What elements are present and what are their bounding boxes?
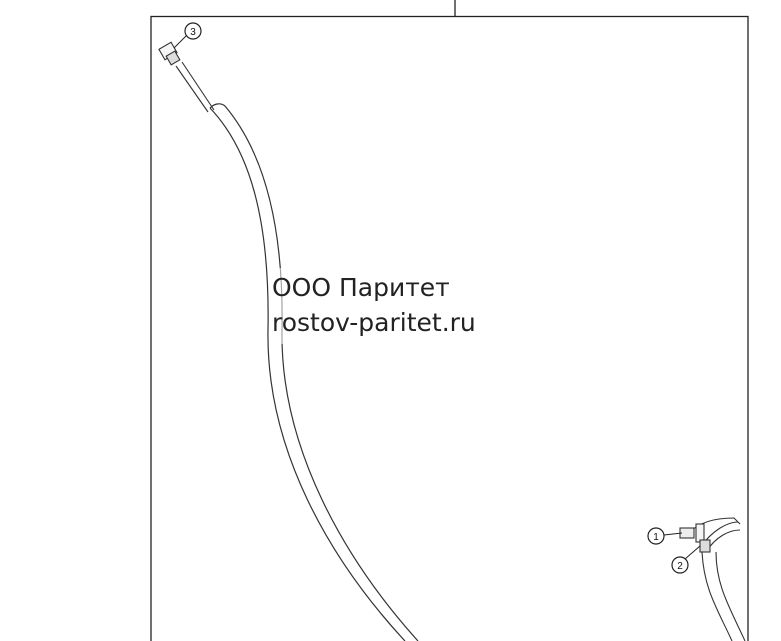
- long-hose: [209, 103, 419, 641]
- nozzle-assembly: [679, 517, 746, 641]
- callout-3-label: 3: [190, 27, 196, 38]
- watermark: ООО Паритет rostov-paritet.ru: [272, 268, 482, 344]
- watermark-company: ООО Паритет: [272, 273, 450, 302]
- watermark-website: rostov-paritet.ru: [272, 308, 476, 337]
- hose-end-fitting-3: [158, 41, 215, 113]
- callout-1-label: 1: [653, 532, 659, 543]
- callout-2-label: 2: [677, 561, 683, 572]
- callout-3: 3: [173, 22, 202, 49]
- callout-1: 1: [647, 527, 683, 545]
- diagram-frame: [150, 15, 749, 641]
- callout-2: 2: [671, 545, 701, 574]
